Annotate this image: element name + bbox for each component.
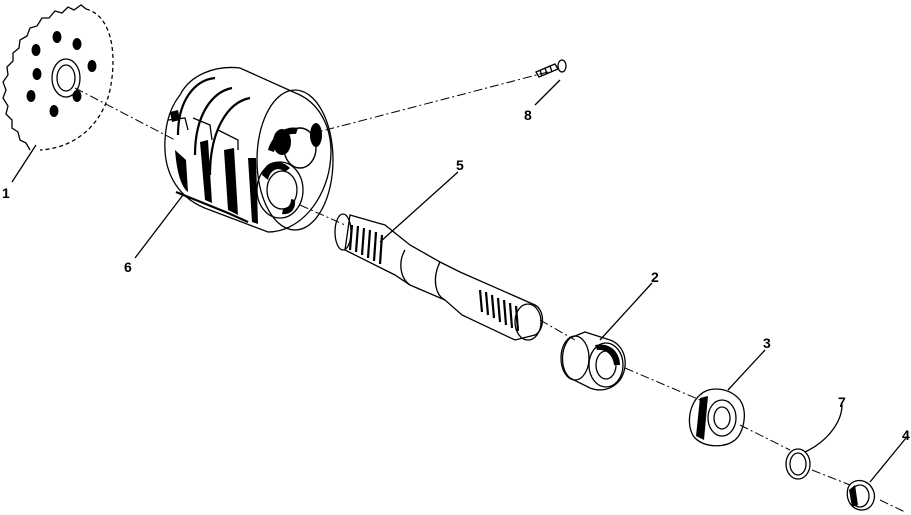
label-part-1: 1: [2, 185, 10, 201]
label-part-8: 8: [524, 107, 532, 123]
label-part-4: 4: [902, 427, 910, 443]
sprocket: [2, 4, 114, 151]
leader-lines: [11, 79, 907, 483]
seal: [688, 388, 745, 447]
label-part-6: 6: [124, 259, 132, 275]
label-part-7: 7: [838, 394, 846, 410]
shaft-splines-right: [478, 289, 520, 332]
nut: [846, 479, 876, 511]
shaft-splines-left: [348, 224, 384, 265]
clutch-drum: [164, 66, 334, 233]
part-labels: 1 6 5 8 2 3 7 4: [2, 107, 910, 443]
screw: [535, 59, 567, 78]
label-part-3: 3: [763, 335, 771, 351]
center-axis: [74, 71, 906, 513]
snap-ring: [785, 448, 811, 480]
shaft: [334, 213, 544, 341]
label-part-5: 5: [456, 157, 464, 173]
label-part-2: 2: [651, 269, 659, 285]
sprocket-holes: [26, 31, 97, 117]
bearing: [560, 331, 626, 391]
